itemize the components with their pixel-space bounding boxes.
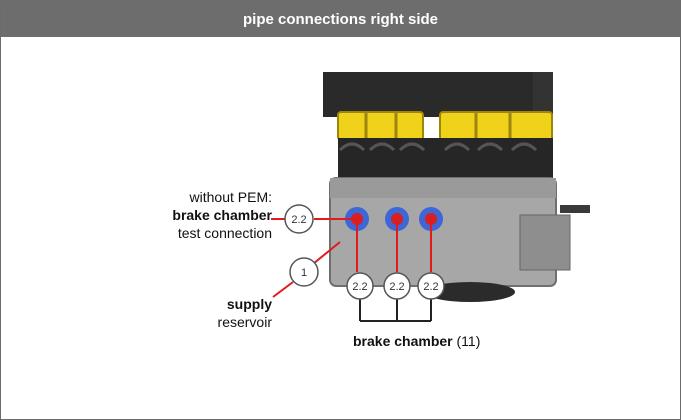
test-connection-text: test connection <box>120 224 272 242</box>
port-callout-1: 1 <box>290 258 318 286</box>
brake-chamber-test-label: without PEM: brake chamber test connecti… <box>120 188 272 242</box>
without-pem-text: without PEM: <box>120 188 272 206</box>
yellow-connector-right <box>440 112 552 140</box>
port-callout-2-2-b: 2.2 <box>384 273 410 299</box>
body-side-block <box>520 215 570 270</box>
supply-text: supply <box>170 295 272 313</box>
port-callout-label: 2.2 <box>423 281 438 293</box>
cable-stub <box>560 205 590 213</box>
brake-chamber-bold-text: brake chamber <box>353 333 453 349</box>
port-callout-label: 1 <box>301 267 307 279</box>
port-callout-label: 2.2 <box>352 281 367 293</box>
port-callout-2-2-left: 2.2 <box>285 205 313 233</box>
brake-chamber-text: brake chamber <box>120 206 272 224</box>
brake-chamber-bracket <box>360 299 431 321</box>
connector-housing <box>323 72 553 117</box>
supply-label: supply reservoir <box>170 295 272 331</box>
reservoir-text: reservoir <box>170 313 272 331</box>
port-callout-label: 2.2 <box>389 281 404 293</box>
port-callout-2-2-a: 2.2 <box>347 273 373 299</box>
yellow-connector-left <box>338 112 423 140</box>
port-callout-2-2-c: 2.2 <box>418 273 444 299</box>
brake-chamber-number-text: (11) <box>457 333 481 349</box>
brake-chamber-label: brake chamber (11) <box>353 332 553 350</box>
port-callout-label: 2.2 <box>291 214 306 226</box>
body-top-band <box>330 178 556 198</box>
